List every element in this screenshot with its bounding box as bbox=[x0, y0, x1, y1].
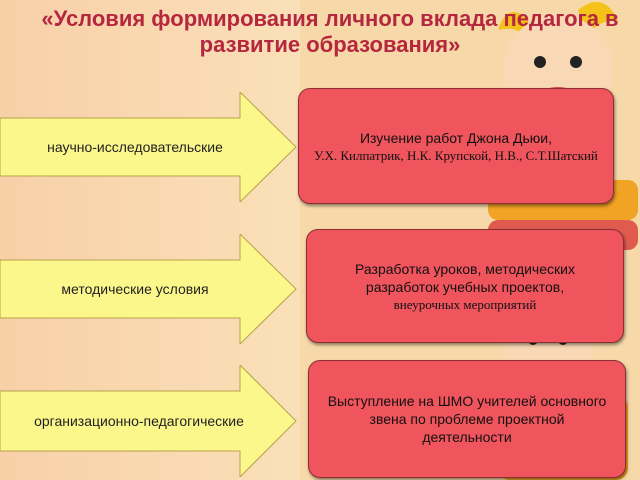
box-research-extra: У.Х. Килпатрик, Н.К. Крупской, Н.В., С.Т… bbox=[314, 147, 598, 163]
box-organizational-main: Выступление на ШМО учителей основного зв… bbox=[327, 393, 607, 445]
arrow-shape-1 bbox=[0, 92, 297, 202]
box-methodical-extra: внеурочных мероприятий bbox=[393, 296, 537, 312]
arrow-label-organizational: организационно-педагогические bbox=[34, 413, 244, 429]
box-research-main: Изучение работ Джона Дьюи, bbox=[359, 129, 553, 146]
page-title: «Условия формирования личного вклада пед… bbox=[41, 6, 619, 57]
arrow-label-methodical: методические условия bbox=[61, 281, 209, 297]
arrow-shape-3 bbox=[0, 365, 297, 477]
box-methodical-main: Разработка уроков, методических разработ… bbox=[355, 260, 575, 295]
arrow-label-research: научно-исследовательские bbox=[47, 139, 223, 155]
box-organizational: Выступление на ШМО учителей основного зв… bbox=[308, 360, 626, 478]
box-research: Изучение работ Джона Дьюи, У.Х. Килпатри… bbox=[298, 88, 614, 204]
arrow-shape-2 bbox=[0, 234, 297, 344]
box-methodical: Разработка уроков, методических разработ… bbox=[306, 229, 624, 343]
